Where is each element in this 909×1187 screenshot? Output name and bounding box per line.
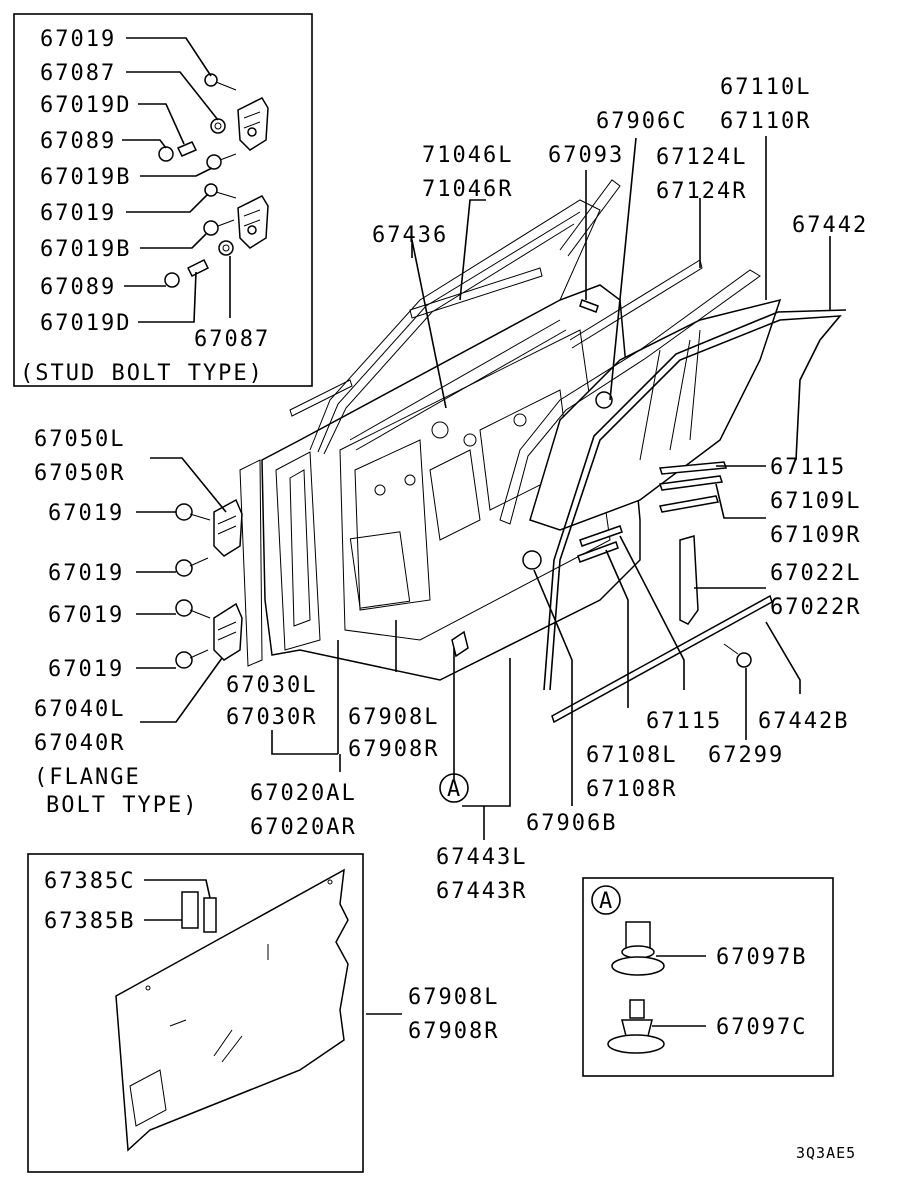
label-67019d: 67019D: [40, 93, 131, 118]
callout-a-detail: A: [599, 889, 612, 914]
label-67050r: 67050R: [34, 461, 125, 486]
label-67436: 67436: [372, 223, 448, 248]
upper-hinge-flange: [213, 498, 243, 557]
label-67019: 67019: [48, 603, 124, 628]
label-67115: 67115: [646, 709, 722, 734]
label-67089: 67089: [40, 275, 116, 300]
label-67020al: 67020AL: [250, 781, 357, 806]
clip-detail-box: [582, 877, 834, 1077]
label-67019: 67019: [48, 657, 124, 682]
label-67050l: 67050L: [34, 427, 125, 452]
callout-a-circle: [439, 773, 469, 803]
bolts-stud: [158, 73, 237, 288]
label-67019d: 67019D: [40, 311, 131, 336]
label-67443r: 67443R: [436, 879, 527, 904]
flange-leaders: [136, 457, 227, 723]
main-leaders: [271, 136, 831, 840]
label-67087: 67087: [40, 61, 116, 86]
label-67097c: 67097C: [716, 1015, 807, 1040]
label-67442: 67442: [792, 213, 868, 238]
label-67087: 67087: [194, 327, 270, 352]
label-67908l: 67908L: [348, 705, 439, 730]
callout-a: A: [447, 777, 460, 802]
door-shell: [239, 284, 641, 681]
label-67108l: 67108L: [586, 743, 677, 768]
label-67019b: 67019B: [40, 165, 131, 190]
stud-bolt-type-caption: (STUD BOLT TYPE): [20, 361, 264, 386]
label-67299: 67299: [708, 743, 784, 768]
label-67908r: 67908R: [348, 737, 439, 762]
bolts-flange: [175, 503, 211, 669]
run-channel: [451, 299, 773, 724]
label-67019: 67019: [48, 501, 124, 526]
trim-leaders: [144, 879, 402, 1015]
label-67115: 67115: [770, 455, 846, 480]
label-67030r: 67030R: [226, 705, 317, 730]
label-67108r: 67108R: [586, 777, 677, 802]
label-67040l: 67040L: [34, 697, 125, 722]
label-67019: 67019: [40, 201, 116, 226]
lower-hinge-stud: [237, 195, 269, 249]
label-67110r: 67110R: [720, 109, 811, 134]
label-67019: 67019: [40, 27, 116, 52]
lower-hinge-flange: [213, 602, 243, 661]
label-67040r: 67040R: [34, 731, 125, 756]
label-67124r: 67124R: [656, 179, 747, 204]
door-glass: [499, 269, 782, 531]
label-67109r: 67109R: [770, 523, 861, 548]
label-67030l: 67030L: [226, 673, 317, 698]
trim-panel: [115, 868, 349, 1152]
stud-leaders: [122, 37, 231, 323]
label-67443l: 67443L: [436, 845, 527, 870]
label-67020ar: 67020AR: [250, 815, 357, 840]
label-67385b: 67385B: [44, 909, 135, 934]
diagram-code: 3Q3AE5: [796, 1144, 856, 1162]
label-67442b: 67442B: [758, 709, 849, 734]
label-67093: 67093: [548, 143, 624, 168]
label-67906c: 67906C: [596, 109, 687, 134]
label-67110l: 67110L: [720, 75, 811, 100]
flange-bolt-caption-2: BOLT TYPE): [46, 793, 198, 818]
label-67022r: 67022R: [770, 595, 861, 620]
label-67124l: 67124L: [656, 145, 747, 170]
label-67089: 67089: [40, 129, 116, 154]
part-labels: 67019 67087 67019D 67089 67019B 67019 67…: [20, 27, 868, 1162]
stud-bolt-inset-box: [13, 13, 313, 387]
upper-hinge-stud: [237, 97, 269, 151]
window-frame: [289, 179, 703, 455]
clip-67097c: [607, 999, 665, 1054]
flange-bolt-caption-1: (FLANGE: [34, 765, 141, 790]
label-67908l: 67908L: [408, 985, 499, 1010]
label-71046l: 71046L: [422, 143, 513, 168]
label-67385c: 67385C: [44, 869, 135, 894]
label-67019: 67019: [48, 561, 124, 586]
label-67097b: 67097B: [716, 945, 807, 970]
label-67109l: 67109L: [770, 489, 861, 514]
clip-67097b: [611, 921, 665, 976]
weatherstrip: [543, 309, 847, 691]
label-71046r: 71046R: [422, 177, 513, 202]
label-67019b: 67019B: [40, 237, 131, 262]
label-67906b: 67906B: [526, 811, 617, 836]
label-67908r: 67908R: [408, 1019, 499, 1044]
label-67022l: 67022L: [770, 561, 861, 586]
callout-a-circle-detail: [591, 885, 621, 915]
trim-panel-box: [27, 853, 364, 1173]
clip-leaders: [652, 955, 706, 1027]
